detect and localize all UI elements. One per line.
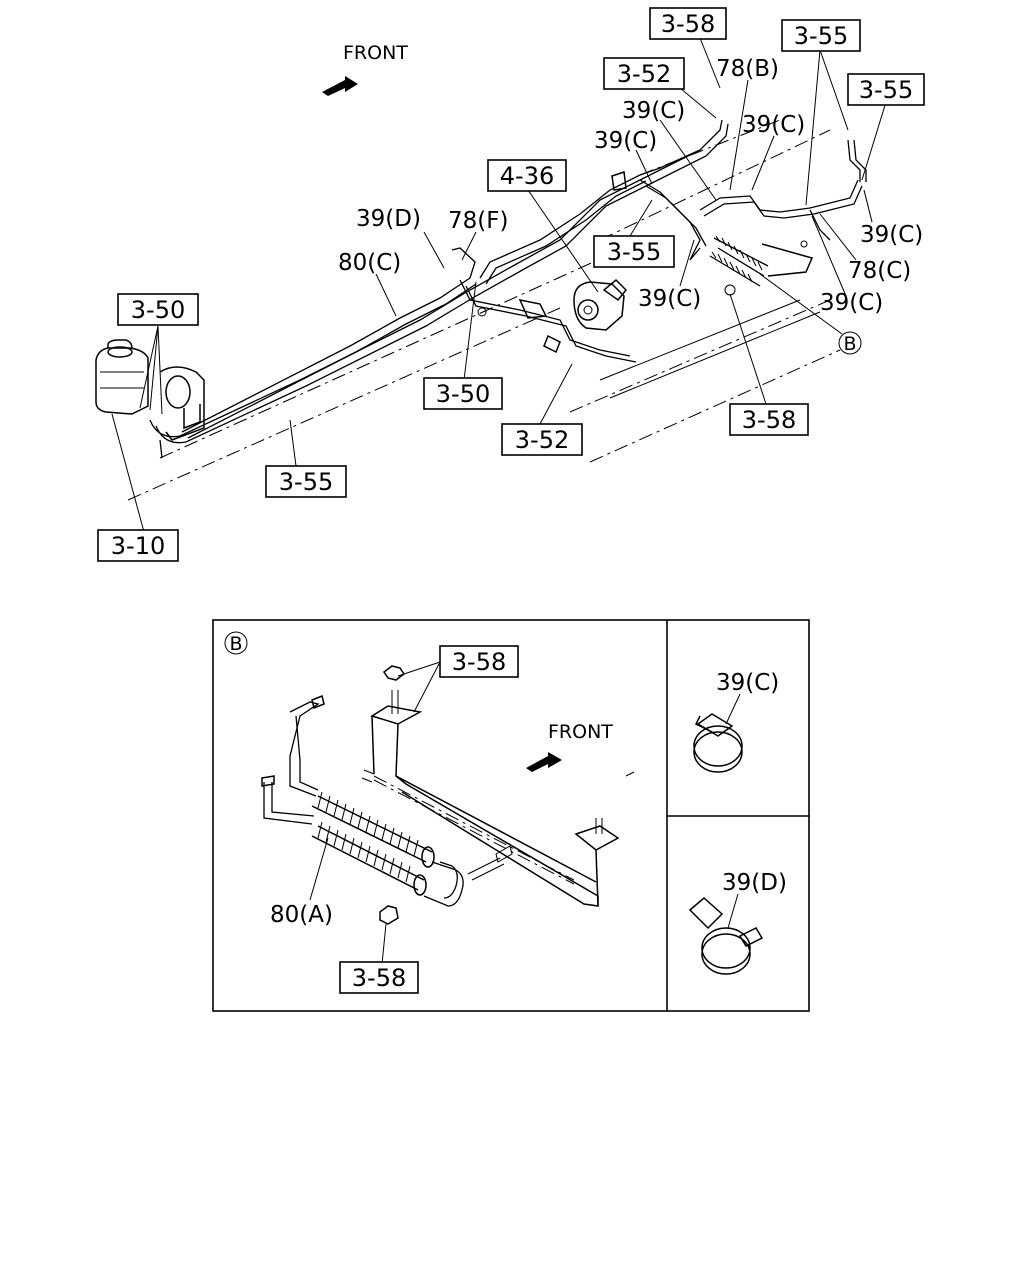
label-39c-5: 39(C) xyxy=(638,286,701,312)
label-78f: 78(F) xyxy=(448,208,508,234)
callout-3-58-bottom: 3-58 xyxy=(729,403,809,436)
cooler-cylinders xyxy=(261,694,464,925)
detail-callout-3-58-bottom: 3-58 xyxy=(339,961,419,994)
svg-text:3-50: 3-50 xyxy=(131,296,185,324)
pressure-hoses xyxy=(149,119,867,459)
steering-pump xyxy=(573,278,628,331)
label-39c-3: 39(C) xyxy=(594,128,657,154)
front-arrow-icon xyxy=(322,76,358,96)
label-39d: 39(D) xyxy=(356,206,421,232)
label-39c-1: 39(C) xyxy=(622,98,685,124)
inset-39d: 39(D) xyxy=(688,870,787,975)
callout-3-55-bottom: 3-55 xyxy=(265,465,347,498)
cooler-bracket xyxy=(361,665,635,907)
reservoir-tank xyxy=(95,339,205,441)
callout-3-55-mid: 3-55 xyxy=(593,235,675,268)
detail-front-label: FRONT xyxy=(548,721,613,743)
callout-3-50-mid: 3-50 xyxy=(423,377,503,410)
svg-text:3-10: 3-10 xyxy=(111,532,165,560)
detail-b-marker-main: B xyxy=(838,331,862,355)
front-arrow-icon xyxy=(526,752,562,772)
callout-3-52-top: 3-52 xyxy=(603,57,685,90)
svg-text:3-58: 3-58 xyxy=(452,648,506,676)
svg-text:3-58: 3-58 xyxy=(352,964,406,992)
label-78c: 78(C) xyxy=(848,258,911,284)
detail-b-marker: B xyxy=(224,631,248,655)
label-39c-inset: 39(C) xyxy=(716,670,779,696)
detail-callout-3-58-top: 3-58 xyxy=(439,645,519,678)
svg-text:3-55: 3-55 xyxy=(279,468,333,496)
callout-4-36: 4-36 xyxy=(487,159,567,192)
callout-3-10: 3-10 xyxy=(97,529,179,562)
detail-leaders xyxy=(381,661,441,965)
callout-3-55-topright: 3-55 xyxy=(781,19,861,52)
label-80c: 80(C) xyxy=(338,250,401,276)
label-39d-inset: 39(D) xyxy=(722,870,787,896)
callout-3-55-right: 3-55 xyxy=(847,73,925,106)
callout-3-50-left: 3-50 xyxy=(117,293,199,326)
frame-rail-lines xyxy=(127,119,841,501)
leader-lines xyxy=(111,37,887,533)
svg-text:3-52: 3-52 xyxy=(515,426,569,454)
label-80a: 80(A) xyxy=(270,902,333,928)
detail-panel: B FRONT xyxy=(212,619,810,1012)
svg-text:4-36: 4-36 xyxy=(500,162,554,190)
svg-text:3-58: 3-58 xyxy=(742,406,796,434)
svg-text:3-52: 3-52 xyxy=(617,60,671,88)
front-label: FRONT xyxy=(343,42,408,64)
svg-text:3-55: 3-55 xyxy=(607,238,661,266)
inset-39c: 39(C) xyxy=(693,670,779,773)
front-arrow-detail: FRONT xyxy=(526,721,613,772)
label-39c-2: 39(C) xyxy=(742,112,805,138)
oil-cooler-coil xyxy=(709,235,814,296)
label-39c-4: 39(C) xyxy=(860,222,923,248)
svg-text:B: B xyxy=(229,633,242,655)
front-arrow-main: FRONT xyxy=(322,42,408,96)
label-39c-6: 39(C) xyxy=(820,290,883,316)
svg-text:B: B xyxy=(843,333,856,355)
svg-text:3-55: 3-55 xyxy=(859,76,913,104)
callout-3-52-bottom: 3-52 xyxy=(501,423,583,456)
callout-3-58-top: 3-58 xyxy=(649,7,727,40)
label-78b: 78(B) xyxy=(716,56,779,82)
svg-text:3-58: 3-58 xyxy=(661,10,715,38)
svg-text:3-55: 3-55 xyxy=(794,22,848,50)
main-diagram: FRONT xyxy=(95,7,925,562)
svg-text:3-50: 3-50 xyxy=(436,380,490,408)
brackets xyxy=(477,170,627,354)
